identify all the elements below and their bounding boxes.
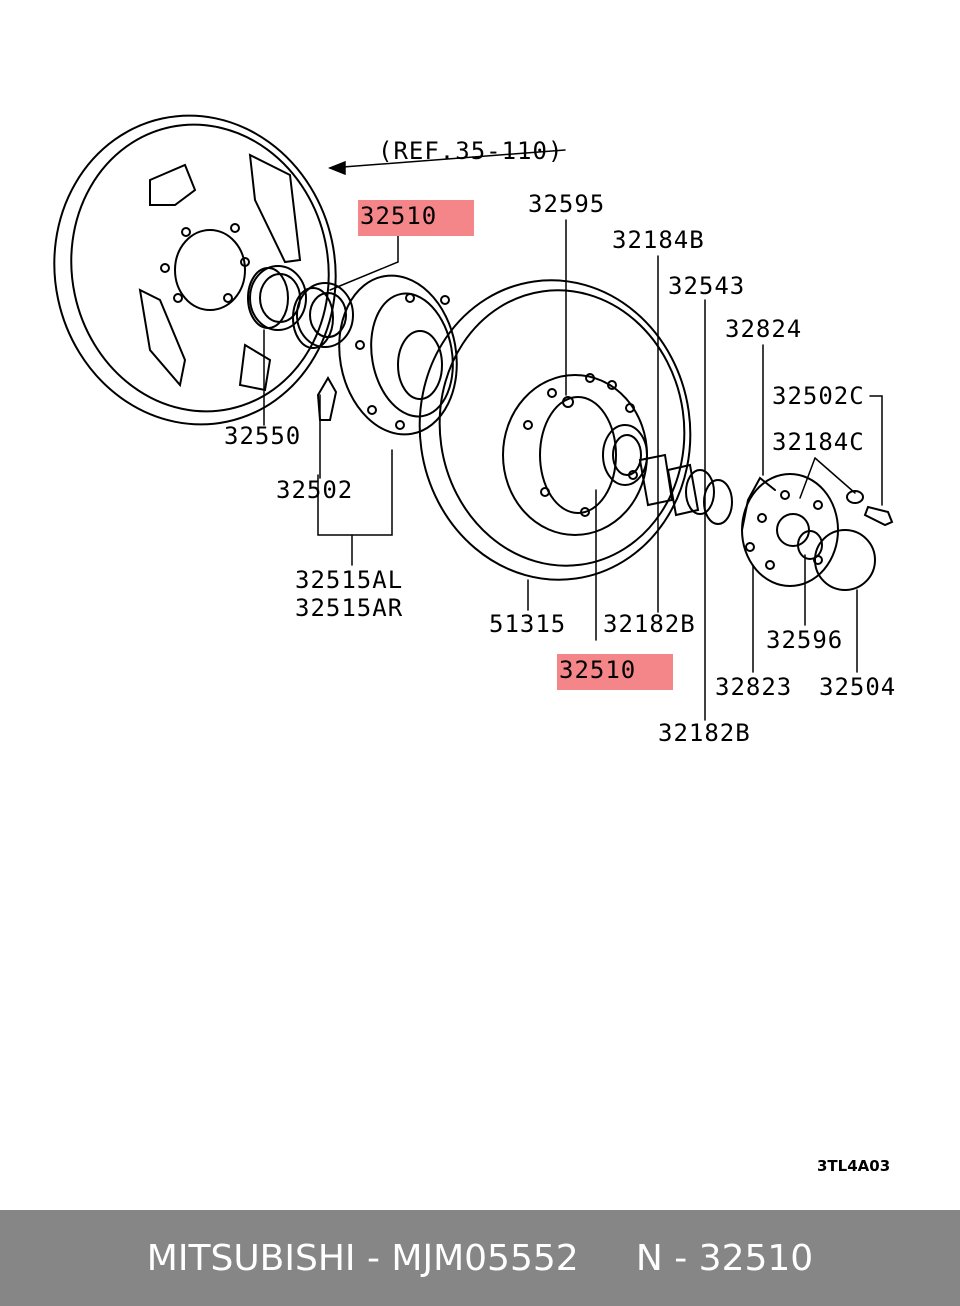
leader-lines <box>264 150 882 720</box>
bearing-part-top <box>293 283 353 348</box>
footer-bar: MITSUBISHI - MJM05552 N - 32510 <box>0 1210 960 1306</box>
part-label-32510-bottom[interactable]: 32510 <box>559 656 637 684</box>
oil-seal-part <box>248 266 306 330</box>
highlight-box-bottom <box>557 654 673 690</box>
part-label-32182b-2[interactable]: 32182B <box>658 719 751 747</box>
part-label-32510-top[interactable]: 32510 <box>360 202 438 230</box>
part-label-32543[interactable]: 32543 <box>668 272 746 300</box>
part-label-32502[interactable]: 32502 <box>276 476 354 504</box>
part-label-32515ar[interactable]: 32515AR <box>295 594 404 622</box>
exploded-parts-diagram: (REF.35-110) 32510 32595 32184B 32543 32… <box>0 0 960 1210</box>
bolt-part <box>847 491 892 525</box>
drawing-code: 3TL4A03 <box>817 1157 891 1175</box>
flange-part <box>742 474 838 586</box>
brake-drum-part <box>400 263 709 598</box>
part-label-32182b-1[interactable]: 32182B <box>603 610 696 638</box>
cap-part <box>798 530 875 590</box>
part-label-51315[interactable]: 51315 <box>489 610 567 638</box>
part-label-32504[interactable]: 32504 <box>819 673 897 701</box>
part-label-32502c[interactable]: 32502C <box>772 382 865 410</box>
part-label-32550[interactable]: 32550 <box>224 422 302 450</box>
bearing-part-bottom <box>603 425 647 485</box>
part-label-32823[interactable]: 32823 <box>715 673 793 701</box>
backing-plate <box>26 89 364 450</box>
footer-part-text: MITSUBISHI - MJM05552 N - 32510 <box>146 1238 814 1279</box>
part-label-32596[interactable]: 32596 <box>766 626 844 654</box>
hub-part <box>318 266 469 444</box>
ref-label: (REF.35-110) <box>378 137 564 165</box>
part-label-32824[interactable]: 32824 <box>725 315 803 343</box>
part-label-32595[interactable]: 32595 <box>528 190 606 218</box>
part-label-32184c[interactable]: 32184C <box>772 428 865 456</box>
diagram-drawing <box>0 0 960 1210</box>
part-label-32515al[interactable]: 32515AL <box>295 566 404 594</box>
highlight-box-top <box>358 200 474 236</box>
part-label-32184b[interactable]: 32184B <box>612 226 705 254</box>
washers-part <box>640 455 732 524</box>
